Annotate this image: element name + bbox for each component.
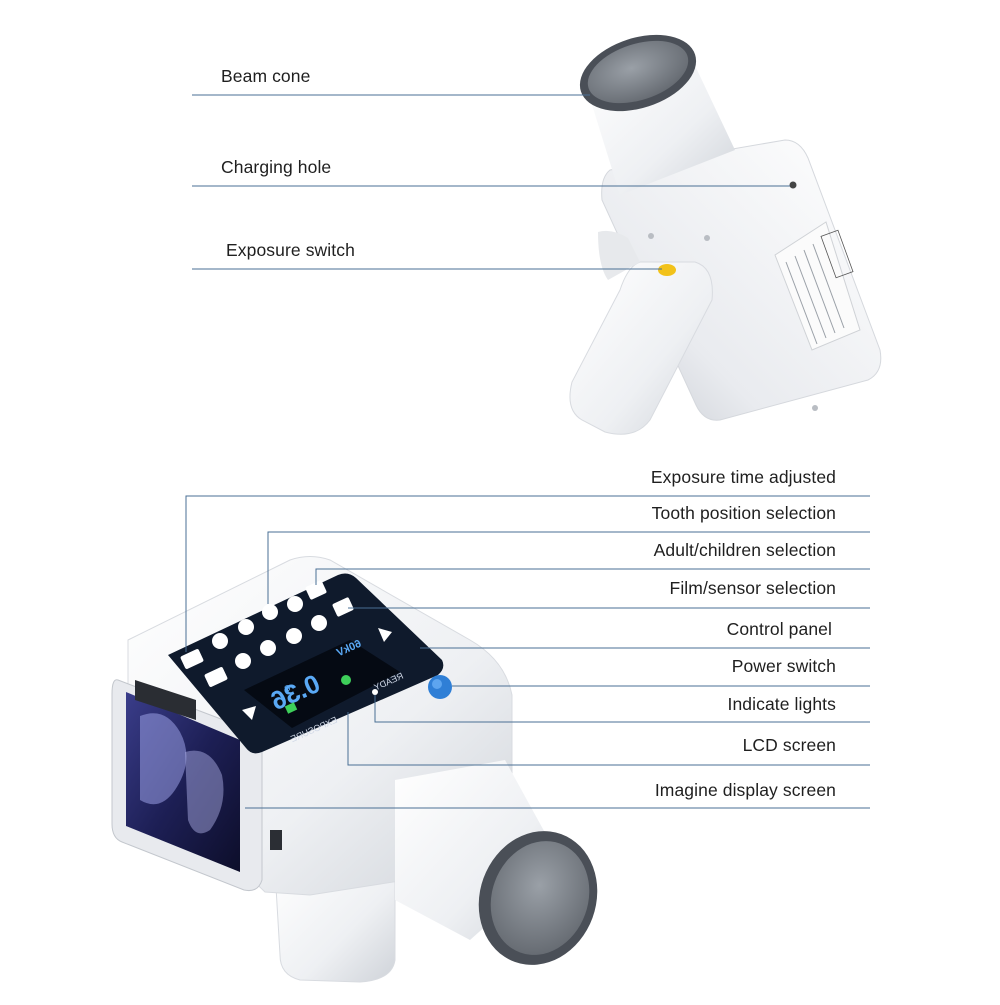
bottom-beam-cone-lens: [490, 841, 590, 955]
battery-icon: [284, 702, 298, 714]
label-power-switch: Power switch: [731, 656, 836, 676]
leader-lines: [185, 94, 870, 809]
label-indicate-lights: Indicate lights: [727, 694, 836, 714]
screw-icon: [704, 235, 710, 241]
indicate-light: [372, 689, 378, 695]
label-lcd-screen: LCD screen: [742, 735, 836, 755]
adult-children-button: [305, 580, 327, 600]
sensor-slot: [135, 680, 196, 720]
label-adult-children-selection: Adult/children selection: [653, 540, 836, 560]
power-switch-highlight: [432, 679, 442, 689]
tooth-button: [212, 633, 228, 649]
xray-tooth-image: [185, 750, 224, 834]
tooth-button: [260, 640, 276, 656]
handle-joint: [598, 230, 640, 280]
leader-adult-children-selection: [315, 568, 870, 585]
kv-up-arrow-icon: [378, 628, 392, 642]
radiation-icon: [242, 706, 256, 720]
beam-cone-lens: [587, 40, 689, 104]
time-up-button: [180, 649, 204, 669]
bottom-device: 0.36 s 60kV READY EXPOSURE: [111, 556, 598, 983]
screw-icon: [648, 233, 654, 239]
ready-led: [341, 675, 351, 685]
label-beam-cone: Beam cone: [221, 66, 311, 86]
label-exposure-switch: Exposure switch: [226, 240, 355, 260]
leader-tooth-position-selection: [267, 531, 870, 604]
top-device: [569, 34, 882, 435]
label-charging-hole: Charging hole: [221, 157, 332, 177]
tooth-button: [262, 604, 278, 620]
leader-exposure-time-adjusted: [185, 495, 870, 652]
exposure-switch-button: [658, 264, 676, 276]
film-sensor-button: [332, 597, 354, 617]
lcd-screen-surface: [244, 640, 400, 728]
lcd-unit: s: [282, 681, 293, 694]
charging-hole-dot: [789, 181, 797, 189]
tooth-button: [286, 628, 302, 644]
label-film-sensor-selection: Film/sensor selection: [669, 578, 836, 598]
label-tooth-position-selection: Tooth position selection: [651, 503, 836, 523]
label-exposure-time-adjusted: Exposure time adjusted: [650, 467, 836, 487]
tooth-button: [235, 653, 251, 669]
top-device-handle: [569, 261, 713, 435]
tooth-button: [238, 619, 254, 635]
device-label-sticker: [774, 221, 861, 351]
leader-indicate-lights: [374, 695, 870, 723]
time-down-button: [204, 667, 228, 687]
tooth-button: [287, 596, 303, 612]
xray-tooth-image: [140, 713, 187, 805]
label-control-panel: Control panel: [726, 619, 832, 639]
label-imagine-display-screen: Imagine display screen: [654, 780, 836, 800]
panel-buttons: [180, 580, 392, 720]
usb-port: [270, 830, 282, 850]
screw-icon: [812, 405, 818, 411]
tooth-button: [311, 615, 327, 631]
leader-lcd-screen: [347, 712, 870, 766]
